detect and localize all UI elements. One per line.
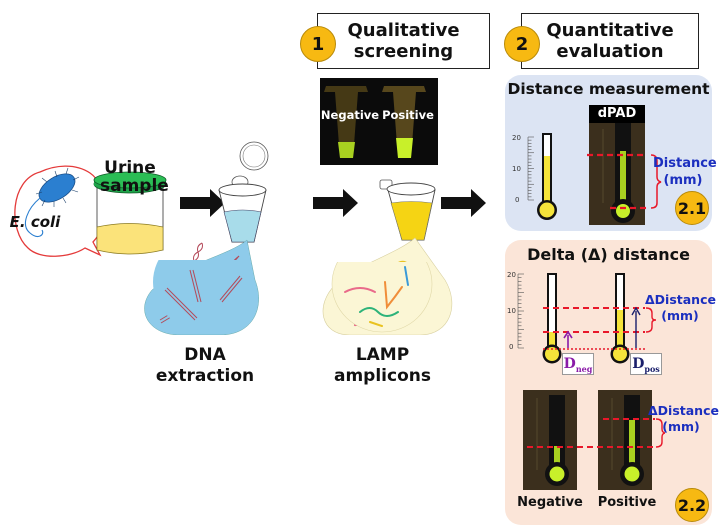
step2-badge: 2 [504,26,540,62]
lamp-droplet-bottom [331,262,433,333]
photo-delta-brace-icon [655,418,665,448]
photo-delta-line2: (mm) [662,419,700,434]
dna-droplet-bottom [153,260,253,330]
ecoli-speech-bubble [14,165,106,257]
photo-delta-line1: ΔDistance [648,403,719,418]
arrow-right-icon [180,189,225,217]
tick-label-10: 10 [512,165,521,173]
dna-label-line1: DNA [184,345,226,365]
arrow-right-icon [313,189,358,217]
delta-distance-panel: Delta (Δ) distance 20 10 0 Dneg [505,240,719,525]
delta-schematic: 20 10 0 [507,271,657,364]
panel22-badge: 2.2 [675,488,709,522]
dpad-photo: dPAD [589,105,645,225]
photo-delta-markers [527,418,665,448]
negative-channel [536,395,569,486]
dpos-symbol: D [632,356,645,372]
urine-label: Urine [104,158,156,178]
tick-label-20: 20 [507,271,516,279]
positive-thermometer [610,273,630,364]
tick-label-0: 0 [509,343,513,351]
step1-title-line2: screening [353,41,454,62]
photo-tubes [324,86,426,158]
distance-label-line1: Distance [653,156,717,171]
bacterium-icon [25,167,80,237]
tick-label-10: 10 [507,307,516,315]
panel22-title: Delta (Δ) distance [527,245,690,264]
delta-distance-line2: (mm) [661,308,699,323]
distance-brace-icon [650,154,662,209]
urine-sample-illustration [14,165,167,257]
schematic-thermometer: 20 10 0 [512,133,557,220]
delta-distance-line1: ΔDistance [645,292,716,307]
positive-dpad-photo [598,390,652,490]
step2-title-line2: evaluation [556,41,664,62]
distance-measurement-panel: Distance measurement 20 10 0 dPAD Distan… [505,75,717,231]
urine-jar-icon [93,171,167,255]
dna-label: DNA extraction [150,345,260,387]
dpos-subscript: pos [644,363,660,374]
closed-tube-icon [379,179,436,241]
ecoli-label: E. coli [9,213,61,231]
distance-label-line2: (mm) [663,173,703,188]
dneg-arrow-icon [563,330,573,348]
negative-label: Negative [517,495,583,510]
open-tube-icon [218,141,269,243]
lamp-label: LAMP amplicons [325,345,440,387]
negative-thermometer [542,273,562,364]
positive-label: Positive [597,495,657,510]
distance-label: Distance (mm) [653,155,717,189]
step1-title-box: Qualitative screening [317,13,490,69]
dneg-subscript: neg [575,363,593,374]
dneg-label: Dneg [562,353,594,375]
negative-dpad-photo [523,390,577,490]
tick-label-20: 20 [512,134,521,142]
photo-delta-label: ΔDistance (mm) [648,403,719,435]
dna-label-line2: extraction [155,366,255,386]
panel21-title: Distance measurement [507,80,710,98]
lamp-label-line2: amplicons [334,366,431,386]
delta-distance-label: ΔDistance (mm) [645,292,716,324]
dneg-symbol: D [563,356,576,372]
step1-title-line1: Qualitative [347,20,460,41]
distance-markers [587,153,662,210]
delta-brace-icon [645,307,657,333]
arrow-right-icon [441,189,486,217]
dpos-label: Dpos [630,353,662,375]
step2-title-box: Quantitative evaluation [521,13,699,69]
step2-title-line1: Quantitative [546,20,674,41]
panel21-badge: 2.1 [675,191,709,225]
dpad-label: dPAD [589,105,645,123]
sample-label: sample [100,176,169,196]
dpad-channel [602,123,635,223]
photo-negative-label: Negative [320,108,380,122]
dpos-arrow-icon [631,306,641,348]
step1-badge: 1 [300,26,336,62]
tick-label-0: 0 [515,196,519,204]
qualitative-photo: Negative Positive [320,78,438,165]
lamp-label-line1: LAMP [355,345,410,365]
photo-positive-label: Positive [382,108,434,122]
